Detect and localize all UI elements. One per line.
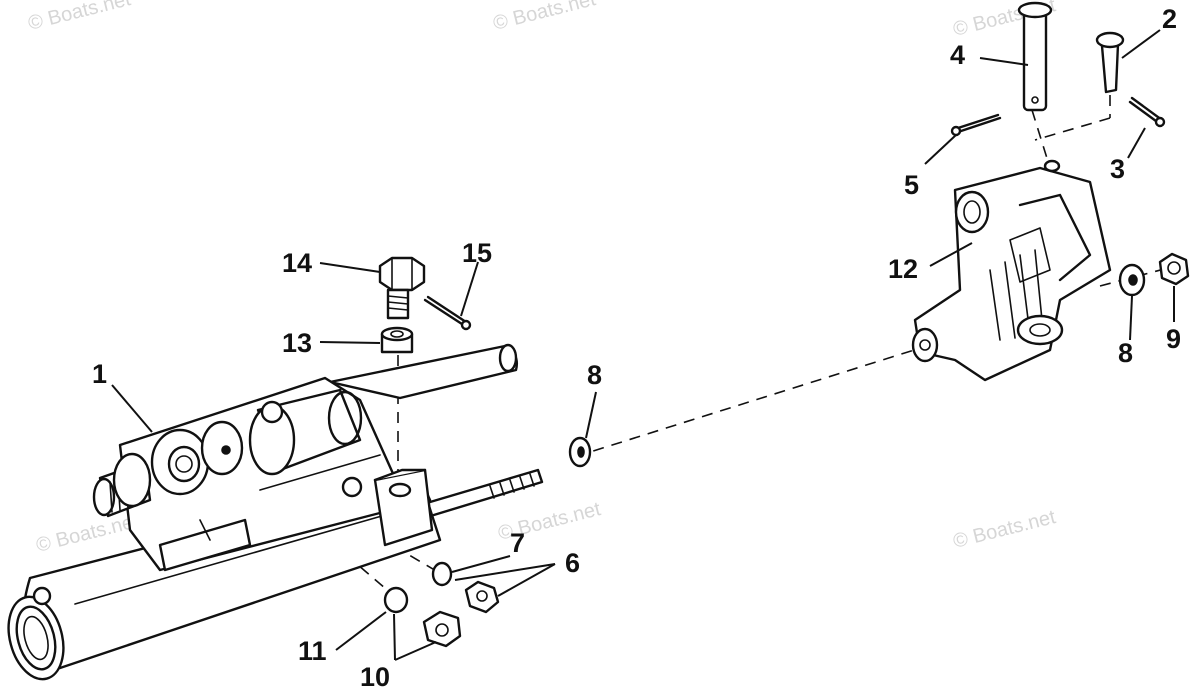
callout-10: 10 <box>360 662 390 692</box>
callout-5: 5 <box>904 170 919 200</box>
part-13-bushing <box>380 326 414 354</box>
callout-2: 2 <box>1162 4 1177 34</box>
callout-4: 4 <box>950 40 965 70</box>
callout-15: 15 <box>462 238 492 268</box>
part-15-cotter <box>423 295 472 331</box>
part-11-ring <box>383 586 409 614</box>
callouts: 1 2 3 4 5 6 7 8 8 9 10 11 12 13 14 15 <box>92 4 1181 692</box>
part-8-washer-right <box>1118 263 1146 297</box>
callout-12: 12 <box>888 254 918 284</box>
part-10-fitting <box>422 610 462 648</box>
callout-8-left: 8 <box>587 360 602 390</box>
watermark: © Boats.net <box>491 0 598 35</box>
part-4-pin <box>1017 1 1053 112</box>
watermark: © Boats.net <box>34 510 141 557</box>
callout-1: 1 <box>92 359 107 389</box>
callout-13: 13 <box>282 328 312 358</box>
watermark: © Boats.net <box>26 0 133 35</box>
callout-7: 7 <box>510 528 525 558</box>
part-2-pin <box>1095 31 1125 94</box>
watermark: © Boats.net <box>951 506 1058 553</box>
callout-8-right: 8 <box>1118 338 1133 368</box>
part-8-washer-left <box>568 436 592 468</box>
callout-14: 14 <box>282 248 312 278</box>
part-9-nut <box>1158 252 1190 286</box>
callout-9: 9 <box>1166 324 1181 354</box>
part-5-cotter <box>950 113 1002 137</box>
callout-6: 6 <box>565 548 580 578</box>
callout-11: 11 <box>298 636 327 666</box>
part-7-ring <box>431 561 453 587</box>
swivel-bracket <box>911 159 1112 382</box>
part-14-bolt <box>378 256 426 320</box>
part-6-fitting <box>464 580 500 614</box>
tilt-tube-assembly <box>7 343 544 681</box>
callout-3: 3 <box>1110 154 1125 184</box>
leader-lines <box>111 29 1175 661</box>
part-3-cotter <box>1128 96 1166 128</box>
